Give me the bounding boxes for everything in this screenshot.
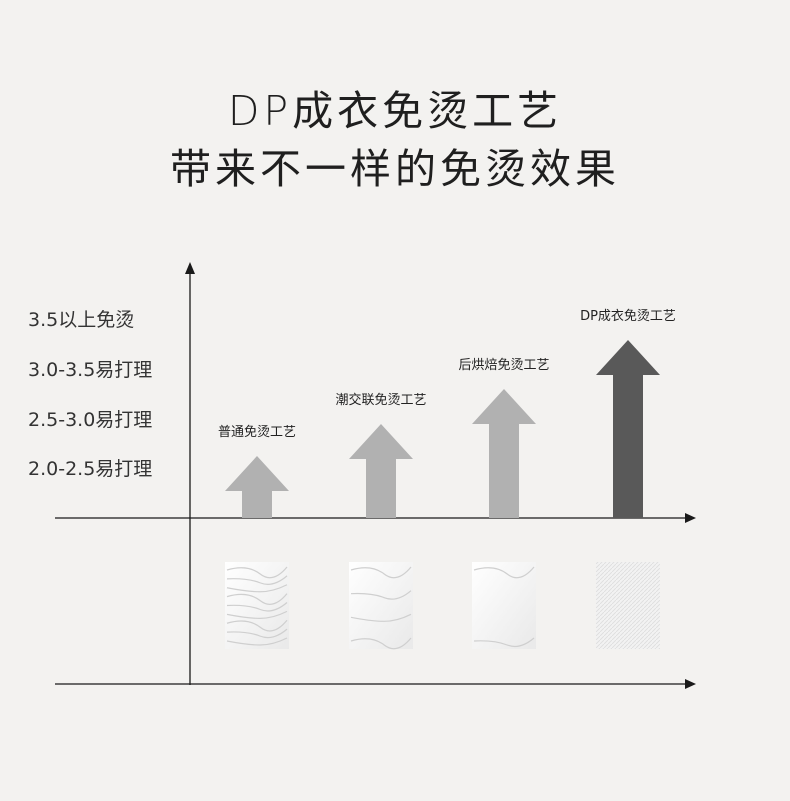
level-label-3: 2.5-3.0易打理 bbox=[28, 409, 152, 431]
fabric-swatch-3 bbox=[472, 562, 536, 649]
level-label-2: 3.0-3.5易打理 bbox=[28, 359, 152, 381]
bar-arrow-3 bbox=[472, 389, 536, 518]
bar-arrow-4 bbox=[596, 340, 660, 518]
swatches-group bbox=[225, 562, 660, 650]
fabric-swatch-1 bbox=[225, 562, 289, 649]
x-axis-bottom-arrowhead bbox=[685, 679, 696, 689]
bar-arrow-1 bbox=[225, 456, 289, 518]
title-block: DP成衣免烫工艺 带来不一样的免烫效果 bbox=[0, 82, 790, 198]
level-label-4: 2.0-2.5易打理 bbox=[28, 458, 152, 480]
bars-group: 普通免烫工艺 潮交联免烫工艺 后烘焙免烫工艺 DP成衣免烫工艺 bbox=[218, 308, 676, 518]
bar-label-4: DP成衣免烫工艺 bbox=[580, 308, 676, 324]
level-label-1: 3.5以上免烫 bbox=[28, 309, 134, 331]
fabric-swatch-2 bbox=[349, 562, 413, 650]
title-line-2: 带来不一样的免烫效果 bbox=[170, 145, 620, 193]
bar-label-3: 后烘焙免烫工艺 bbox=[458, 358, 549, 373]
fabric-swatch-4 bbox=[596, 562, 660, 649]
title-line-1: DP成衣免烫工艺 bbox=[227, 87, 563, 135]
bar-label-2: 潮交联免烫工艺 bbox=[335, 392, 426, 408]
y-axis-arrowhead bbox=[185, 262, 195, 274]
bar-arrow-2 bbox=[349, 424, 413, 518]
bar-label-1: 普通免烫工艺 bbox=[218, 425, 296, 440]
x-axis-top-arrowhead bbox=[685, 513, 696, 523]
